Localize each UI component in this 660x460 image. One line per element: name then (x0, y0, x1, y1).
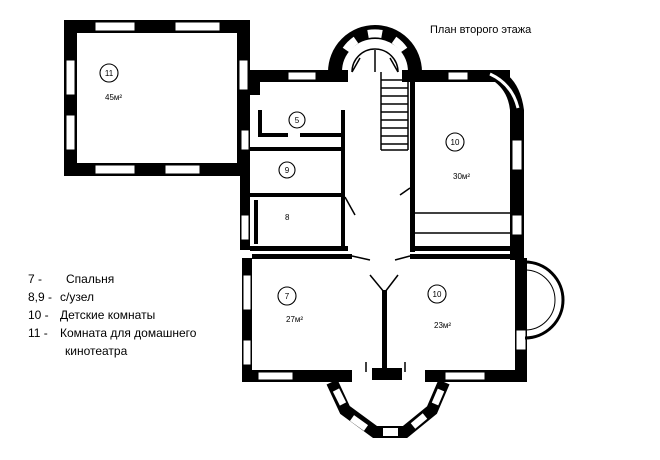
room-10-bottom-number: 10 (433, 290, 442, 299)
room-10-top-area: 30м² (453, 172, 470, 181)
legend-number: 11 - (28, 326, 48, 340)
rounded-corner (480, 70, 524, 118)
legend-text: Спальня (66, 272, 115, 286)
legend-number: 8,9 - (28, 290, 53, 304)
bottom-bay (326, 379, 450, 438)
room-5-label: 5 (288, 111, 306, 129)
room-11-number: 11 (105, 69, 114, 78)
room-10-bottom-area: 23м² (434, 321, 451, 330)
legend-item-11: 11 - Комната для домашнего (28, 324, 196, 342)
room-7-area: 27м² (286, 315, 303, 324)
legend-text: Комната для домашнего (60, 326, 197, 340)
room-11-area: 45м² (105, 93, 122, 102)
legend-number: 7 - (28, 272, 43, 286)
room-11-label: 11 45м² (99, 63, 122, 102)
legend-number: 10 - (28, 308, 49, 322)
legend-item-7: 7 - Спальня (28, 270, 196, 288)
main-block-walls (240, 70, 527, 382)
legend-text: с/узел (60, 290, 94, 304)
right-bay (524, 260, 565, 340)
room-5-number: 5 (295, 116, 300, 125)
room-7-label: 7 27м² (277, 286, 303, 324)
room-10-bottom-label: 10 23м² (427, 284, 451, 330)
room-10-top-number: 10 (451, 138, 460, 147)
legend: 7 - Спальня 8,9 - с/узел 10 - Детские ко… (28, 270, 196, 360)
legend-item-8-9: 8,9 - с/узел (28, 288, 196, 306)
room-9-label: 9 (278, 161, 296, 179)
interior-walls (250, 82, 520, 372)
staircase-tower (328, 25, 422, 151)
connector-walls (250, 70, 345, 95)
legend-text: Детские комнаты (60, 308, 156, 322)
room-8-label: 8 (285, 213, 290, 222)
legend-item-11-cont: кинотеатра (28, 342, 196, 360)
room-10-top-label: 10 30м² (445, 132, 470, 181)
legend-text: кинотеатра (65, 344, 128, 358)
room-8-number: 8 (285, 213, 290, 222)
room-7-number: 7 (285, 292, 290, 301)
legend-item-10: 10 - Детские комнаты (28, 306, 196, 324)
room-9-number: 9 (285, 166, 290, 175)
room-11-walls (64, 20, 250, 176)
plan-title: План второго этажа (430, 24, 532, 36)
